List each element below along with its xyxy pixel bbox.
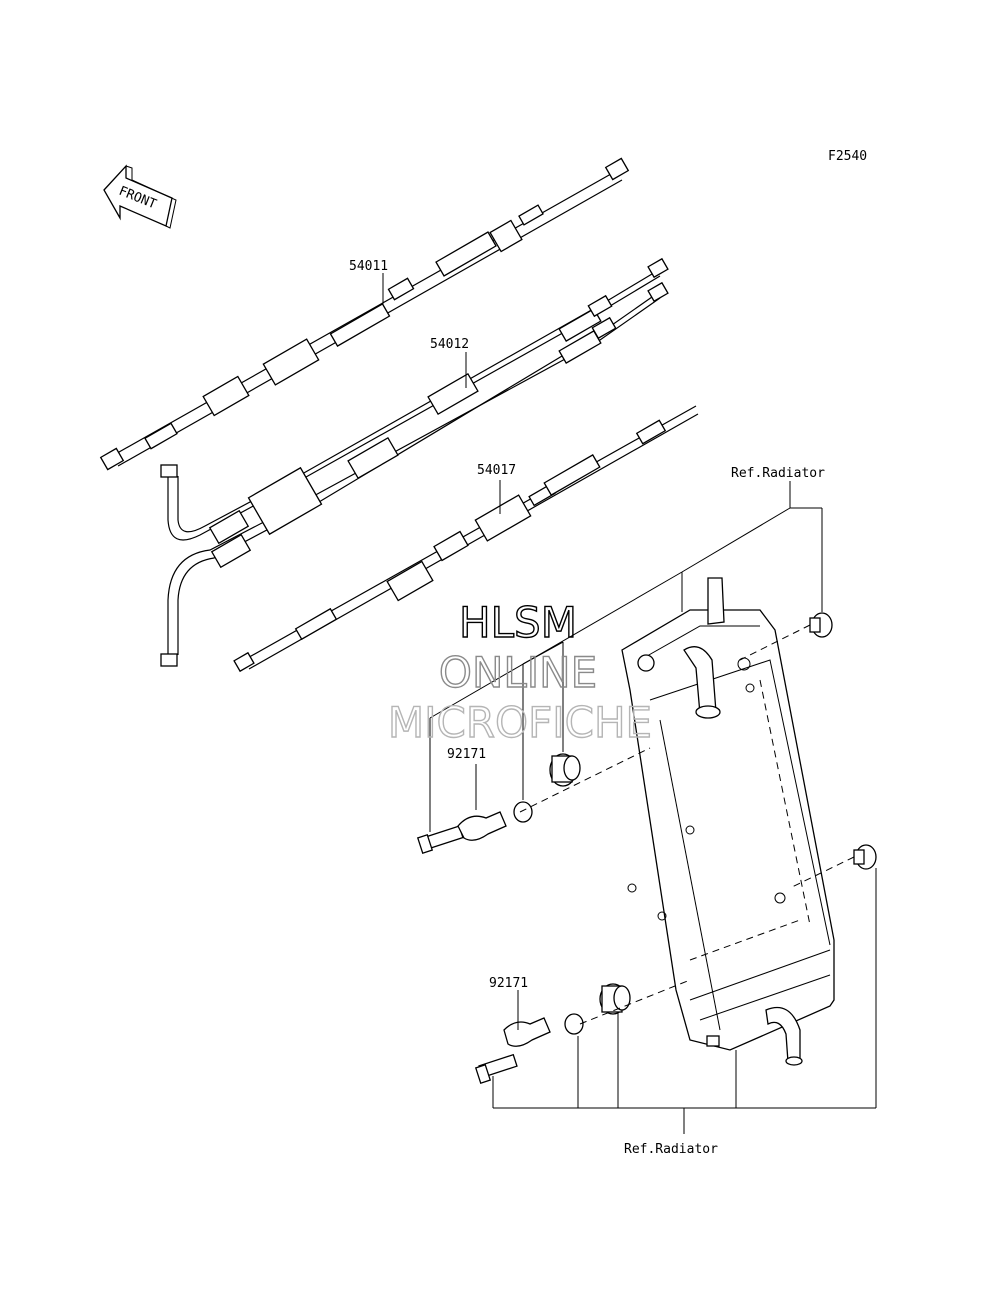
choke-cable-54017 xyxy=(233,405,699,673)
watermark-line3: MICROFICHE xyxy=(388,698,652,747)
front-arrow-icon: FRONT xyxy=(103,164,177,229)
throttle-cable-54011 xyxy=(99,157,630,471)
ref-radiator-top: Ref.Radiator xyxy=(731,466,825,481)
upper-bolt-set xyxy=(416,753,581,854)
callout-54017: 54017 xyxy=(477,463,516,478)
watermark-line1: HLSM xyxy=(459,598,577,647)
callout-54011: 54011 xyxy=(349,259,388,274)
callout-92171-b: 92171 xyxy=(489,976,528,991)
lower-bolt-set xyxy=(474,983,631,1084)
lower-collar xyxy=(853,844,877,870)
upper-collar xyxy=(809,612,833,638)
radiator-assembly xyxy=(621,577,835,1066)
callout-92171-a: 92171 xyxy=(447,747,486,762)
ref-radiator-bottom-leaders xyxy=(492,868,877,1134)
watermark: HLSM ONLINE MICROFICHE xyxy=(387,597,653,747)
ref-radiator-bottom: Ref.Radiator xyxy=(624,1142,718,1157)
throttle-cable-54012 xyxy=(160,257,669,667)
diagram-code: F2540 xyxy=(828,149,867,164)
ref-radiator-top-leaders xyxy=(429,481,855,889)
callout-54012: 54012 xyxy=(430,337,469,352)
watermark-line2: ONLINE xyxy=(439,648,597,697)
